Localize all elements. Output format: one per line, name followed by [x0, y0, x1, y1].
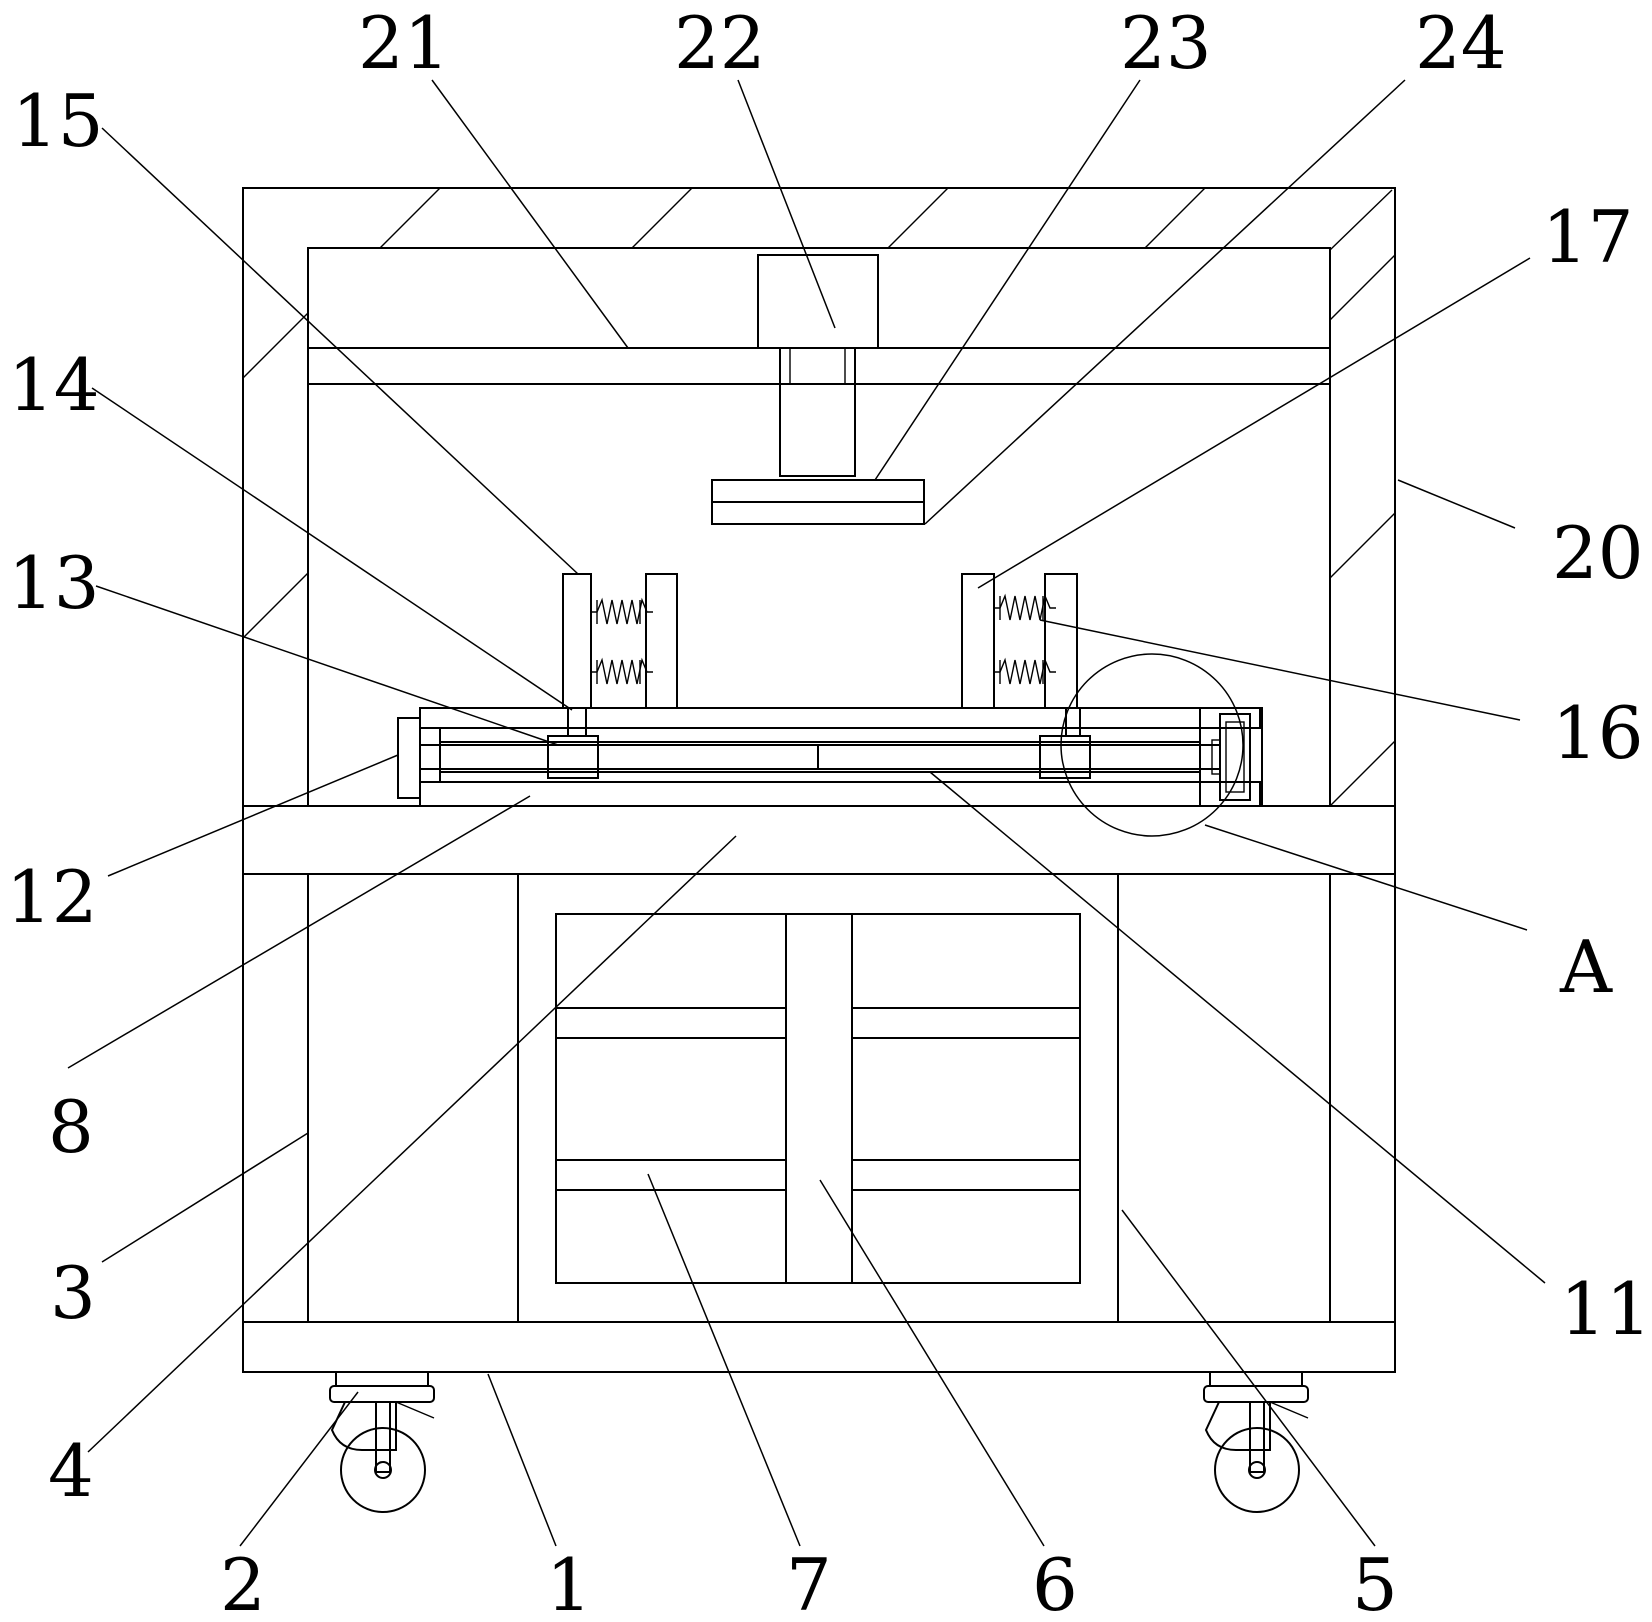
callout-17: 17: [1542, 195, 1634, 279]
callout-3: 3: [50, 1251, 96, 1335]
screw-slider-left: [547, 735, 599, 779]
callout-15: 15: [12, 79, 104, 163]
callout-labels: 21 22 23 24 15 17 14 20 13 16 12 A 8 3 1…: [6, 1, 1652, 1622]
callout-12: 12: [6, 855, 98, 939]
callout-13: 13: [8, 541, 100, 625]
callout-4: 4: [48, 1429, 94, 1513]
callout-8: 8: [48, 1085, 94, 1169]
shelf-divider: [785, 913, 853, 1284]
callout-21: 21: [358, 1, 450, 85]
rail-housing: [419, 707, 1263, 807]
detail-circle-a: [1060, 653, 1244, 837]
callout-5: 5: [1352, 1543, 1398, 1622]
left-clamp: [562, 573, 678, 737]
left-bearing-seat: [397, 717, 421, 799]
callout-a: A: [1559, 925, 1613, 1009]
callout-6: 6: [1032, 1543, 1078, 1622]
lower-cabinet: [242, 873, 1396, 1323]
callout-20: 20: [1552, 511, 1644, 595]
callout-11: 11: [1560, 1267, 1652, 1351]
right-clamp-spring: [994, 593, 1056, 685]
callout-16: 16: [1552, 691, 1644, 775]
press-rod: [779, 347, 856, 477]
top-cross-beam: [307, 347, 1331, 385]
callout-2: 2: [220, 1543, 266, 1622]
callout-1: 1: [546, 1543, 592, 1622]
press-plate: [711, 479, 925, 525]
screw-slider-right: [1039, 735, 1091, 779]
right-drive-motor: [1211, 713, 1251, 801]
left-clamp-spring: [591, 597, 653, 685]
callout-23: 23: [1120, 1, 1212, 85]
lead-screw: [419, 744, 1221, 770]
callout-7: 7: [786, 1543, 832, 1622]
press-motor: [757, 254, 879, 349]
callout-14: 14: [8, 343, 100, 427]
callout-22: 22: [674, 1, 766, 85]
callout-24: 24: [1415, 1, 1507, 85]
right-clamp: [961, 573, 1081, 737]
shelf-boards: [555, 1007, 1081, 1191]
caster-right: [1203, 1371, 1309, 1513]
base-plate: [242, 1321, 1396, 1373]
leader-lines: [67, 79, 1546, 1547]
collection-box: [517, 873, 1119, 1323]
caster-left: [329, 1371, 435, 1513]
